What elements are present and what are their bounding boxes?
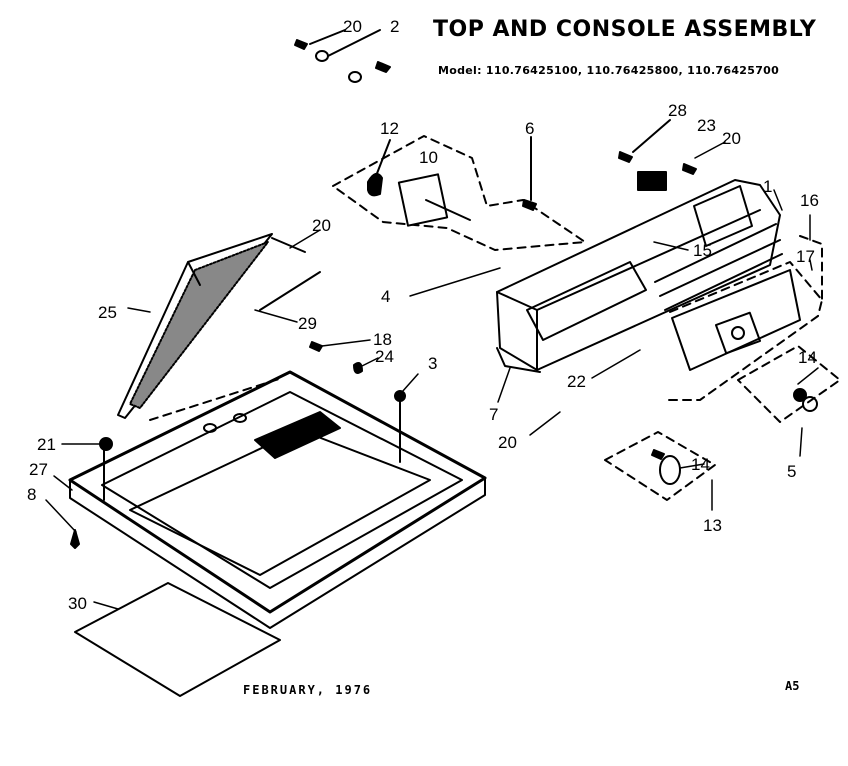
part-knob-14-5 [737, 345, 841, 423]
callout-22: 22 [567, 372, 586, 391]
footer-date: FEBRUARY, 1976 [243, 683, 373, 697]
callout-1: 1 [763, 177, 772, 196]
part-pad-30 [74, 582, 281, 697]
part-lid-25 [117, 233, 321, 419]
callout-21: 21 [37, 435, 56, 454]
callout-25: 25 [98, 303, 117, 322]
callout-16: 16 [800, 191, 819, 210]
callout-3: 3 [428, 354, 437, 373]
callout-27: 27 [29, 460, 48, 479]
page-code: A5 [785, 679, 800, 693]
callout-8: 8 [27, 485, 36, 504]
callout-20a: 20 [343, 17, 362, 36]
part-knob-13-14 [604, 431, 716, 501]
model-numbers: Model: 110.76425100, 110.76425800, 110.7… [438, 64, 780, 77]
callout-12: 12 [380, 119, 399, 138]
callout-29: 29 [298, 314, 317, 333]
part-switch-box-10-12 [332, 135, 586, 251]
callout-14b: 14 [691, 455, 710, 474]
callout-13: 13 [703, 516, 722, 535]
part-screw-6 [522, 136, 537, 211]
callout-20c: 20 [312, 216, 331, 235]
callout-4: 4 [381, 287, 390, 306]
callout-18: 18 [373, 330, 392, 349]
part-top-frame [68, 341, 487, 629]
callout-28: 28 [668, 101, 687, 120]
callout-6: 6 [525, 119, 534, 138]
callout-14a: 14 [798, 348, 817, 367]
callout-23: 23 [697, 116, 716, 135]
callout-2: 2 [390, 17, 399, 36]
callout-17: 17 [796, 247, 815, 266]
callout-24: 24 [375, 347, 394, 366]
part-control-panel-16-17 [664, 235, 823, 401]
callout-7: 7 [489, 405, 498, 424]
callout-20d: 20 [498, 433, 517, 452]
callout-10: 10 [419, 148, 438, 167]
part-console-panel-7 [496, 179, 783, 373]
callout-20b: 20 [722, 129, 741, 148]
diagram-title: TOP AND CONSOLE ASSEMBLY [433, 17, 817, 42]
callout-30: 30 [68, 594, 87, 613]
leader-lines [45, 141, 819, 610]
callout-labels: 20 2 12 10 6 28 23 20 1 16 17 15 20 4 25… [27, 17, 819, 613]
part-knob-28-23 [618, 119, 697, 191]
callout-5: 5 [787, 462, 796, 481]
callout-15: 15 [693, 241, 712, 260]
part-screw-clips-2 [294, 29, 391, 83]
